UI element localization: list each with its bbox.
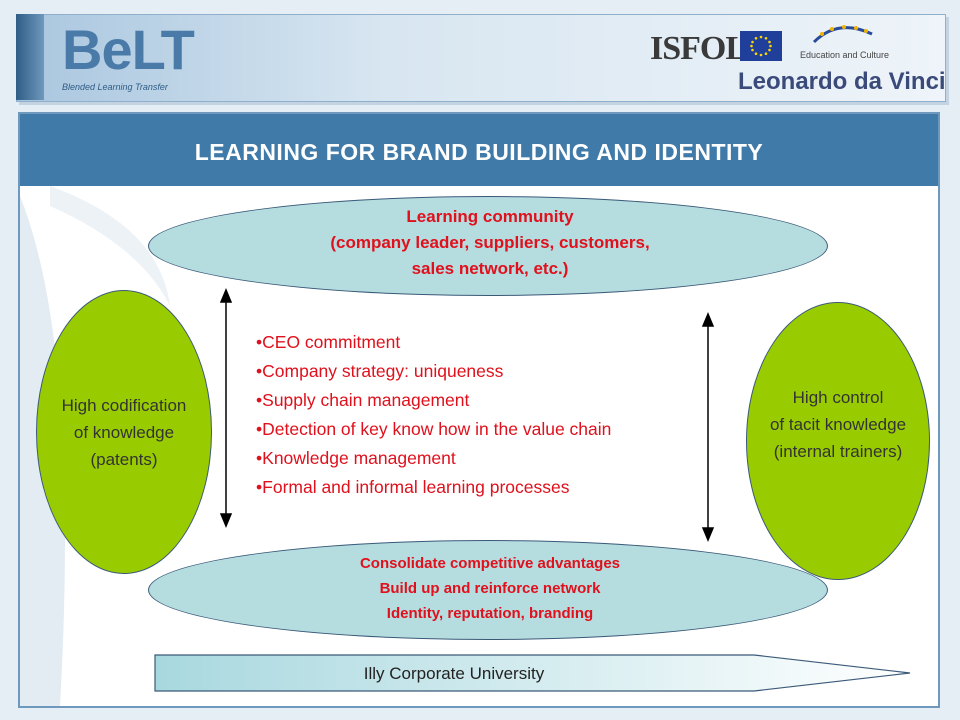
codification-text: High codification of knowledge (patents) xyxy=(26,392,222,473)
page-title: LEARNING FOR BRAND BUILDING AND IDENTITY xyxy=(194,139,764,165)
corporate-university-banner xyxy=(154,654,911,692)
left-arrow-head-up-icon xyxy=(219,288,233,303)
tacit-knowledge-line: (internal trainers) xyxy=(773,442,903,461)
success-factors-list: CEO commitment Company strategy: uniquen… xyxy=(256,328,696,502)
advantages-ellipse xyxy=(148,540,828,640)
tacit-knowledge-line: High control xyxy=(792,388,884,407)
belt-logo: BeLT xyxy=(62,18,195,81)
learning-community-ellipse xyxy=(148,196,828,296)
belt-logo-subtitle: Blended Learning Transfer xyxy=(62,82,168,92)
tacit-knowledge-line: of tacit knowledge xyxy=(769,415,907,434)
tacit-knowledge-text: High control of tacit knowledge (interna… xyxy=(736,384,940,465)
right-arrow-head-up-icon xyxy=(701,312,715,327)
list-item: Detection of key know how in the value c… xyxy=(256,415,696,444)
tacit-knowledge-ellipse xyxy=(746,302,930,580)
list-item: Formal and informal learning processes xyxy=(256,473,696,502)
advantages-line: Identity, reputation, branding xyxy=(386,605,594,622)
codification-line: (patents) xyxy=(90,450,158,469)
advantages-text: Consolidate competitive advantages Build… xyxy=(230,551,750,626)
eu-flag-icon xyxy=(740,31,782,61)
title-bar xyxy=(20,114,938,186)
leonardo-da-vinci-label: Leonardo da Vinci xyxy=(738,68,946,95)
left-arrow-head-down-icon xyxy=(219,513,233,528)
header-banner xyxy=(16,14,946,102)
learning-community-line: (company leader, suppliers, customers, xyxy=(330,233,650,252)
codification-line: High codification xyxy=(61,396,187,415)
header-accent-bar xyxy=(16,14,44,100)
advantages-line: Consolidate competitive advantages xyxy=(359,555,621,572)
learning-community-line: sales network, etc.) xyxy=(411,259,569,278)
list-item: CEO commitment xyxy=(256,328,696,357)
learning-community-line: Learning community xyxy=(406,207,574,226)
education-culture-label: Education and Culture xyxy=(800,50,890,60)
advantages-line: Build up and reinforce network xyxy=(379,580,601,597)
learning-community-text: Learning community (company leader, supp… xyxy=(230,204,750,282)
corporate-university-label: Illy Corporate University xyxy=(363,664,545,683)
right-arrow-head-down-icon xyxy=(701,527,715,542)
list-item: Supply chain management xyxy=(256,386,696,415)
isfol-logo: ISFOL xyxy=(650,30,748,67)
education-culture-icon xyxy=(808,20,878,55)
codification-ellipse xyxy=(36,290,212,574)
list-item: Company strategy: uniqueness xyxy=(256,357,696,386)
codification-line: of knowledge xyxy=(73,423,175,442)
list-item: Knowledge management xyxy=(256,444,696,473)
